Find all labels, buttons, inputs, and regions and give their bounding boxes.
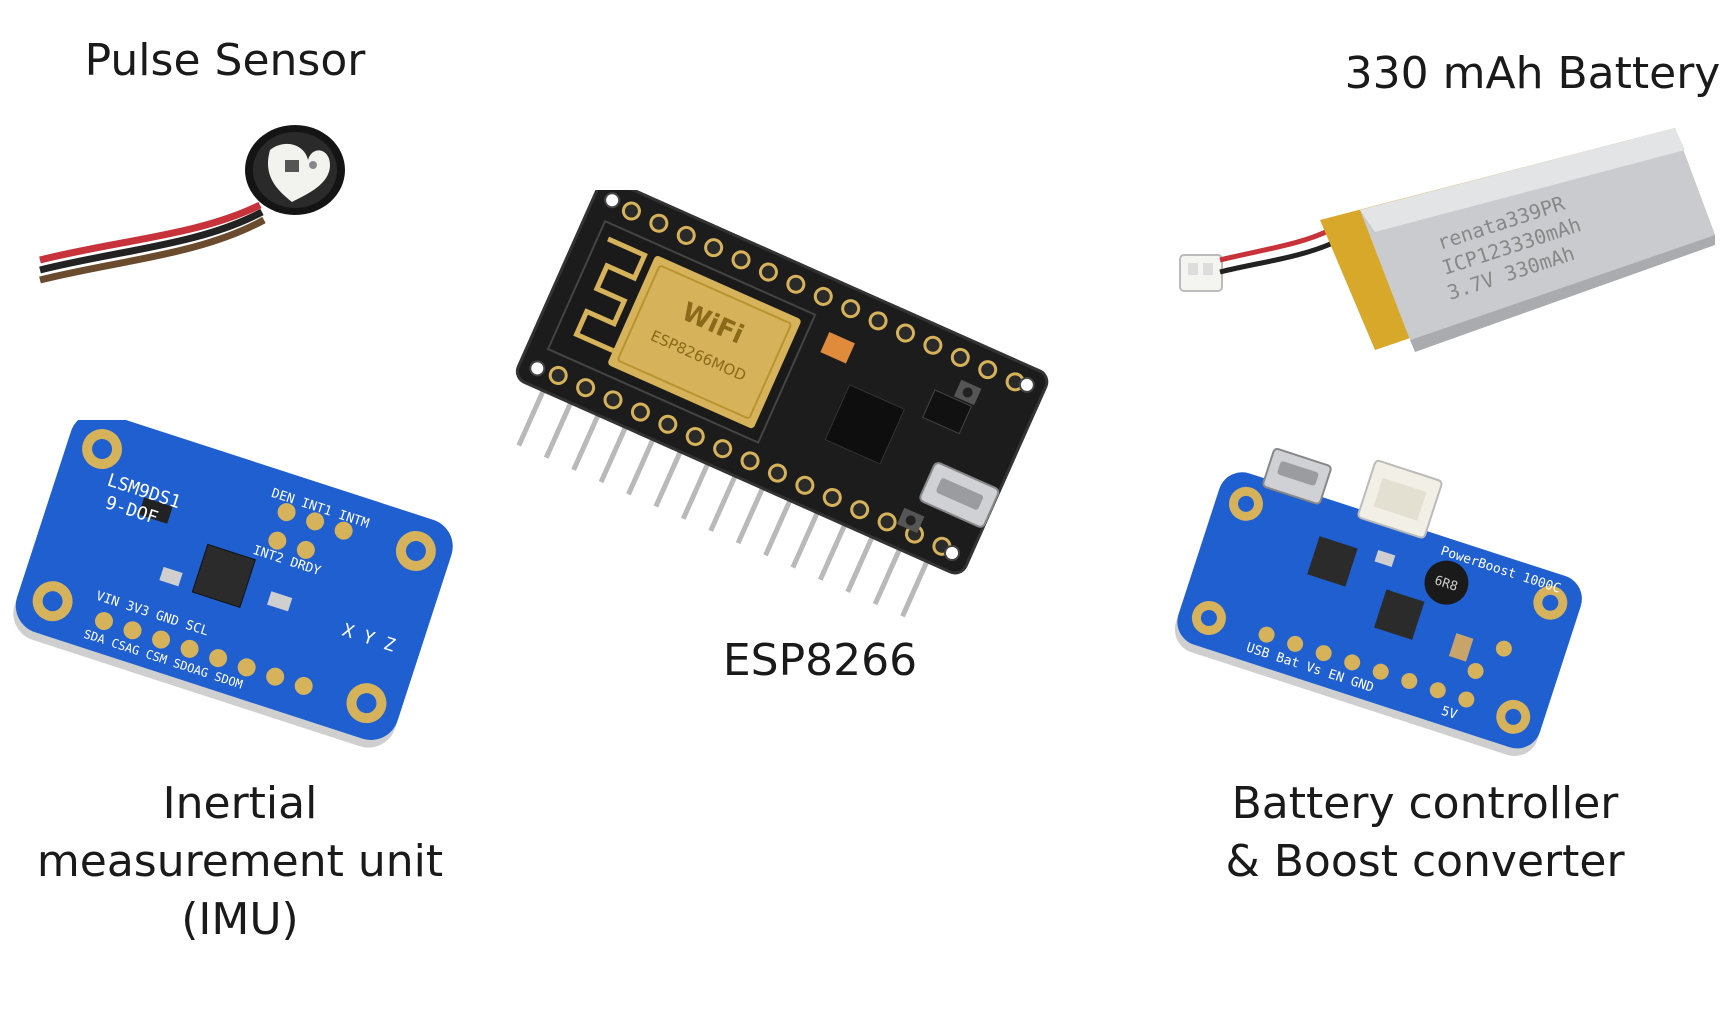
imu-label-line3: (IMU) <box>181 894 299 945</box>
imu-label-line2: measurement unit <box>36 836 444 887</box>
esp8266-label: ESP8266 <box>722 635 918 686</box>
pulse-sensor-image <box>30 110 360 290</box>
boost-out-text: 5V <box>1439 704 1459 723</box>
battery-label: 330 mAh Battery <box>1344 48 1721 99</box>
imu-label: Inertial measurement unit (IMU) <box>20 775 460 949</box>
imu-board-image: LSM9DS1 9-DOF DEN INT1 INTM INT2 DRDY VI… <box>10 420 460 760</box>
boost-label: Battery controller & Boost converter <box>1205 775 1645 891</box>
pulse-sensor-label: Pulse Sensor <box>84 35 366 86</box>
esp8266-board-image: WiFi ESP8266MOD <box>500 190 1120 620</box>
boost-label-line2: & Boost converter <box>1225 836 1625 887</box>
imu-label-line1: Inertial <box>162 778 318 829</box>
boost-board-image: 6R8 PowerBoost 1000C USB Bat Vs EN GND 5… <box>1170 440 1600 780</box>
boost-inductor-text: 6R8 <box>1433 573 1460 595</box>
boost-label-line1: Battery controller <box>1231 778 1619 829</box>
battery-image: renata339PR ICP123330mAh 3.7V 330mAh <box>1170 110 1730 380</box>
